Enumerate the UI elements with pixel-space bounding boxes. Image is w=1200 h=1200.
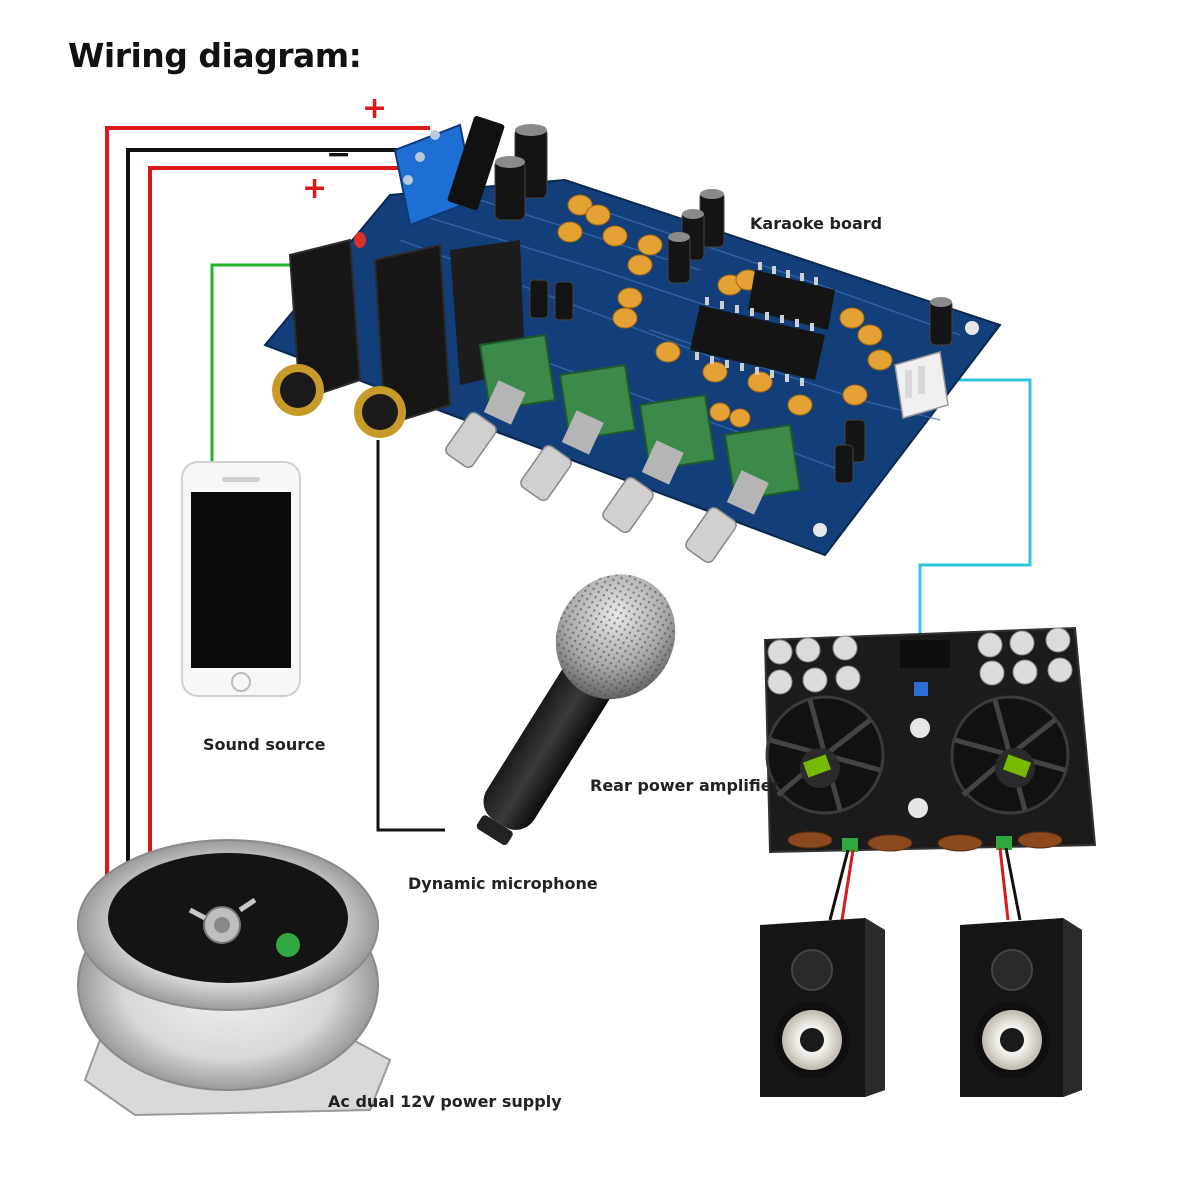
- red-wire-outer: [105, 126, 430, 1010]
- microphone-label: Dynamic microphone: [408, 874, 598, 893]
- black-wire-ground: [126, 148, 420, 880]
- toroidal-transformer: [77, 839, 392, 1117]
- karaoke-board: [263, 116, 1002, 564]
- dynamic-microphone: [476, 574, 676, 845]
- black-wire-microphone: [376, 440, 445, 832]
- power-supply-label: Ac dual 12V power supply: [328, 1092, 562, 1111]
- karaoke-board-label: Karaoke board: [750, 214, 883, 233]
- potentiometer-3: [602, 393, 717, 534]
- green-wire-audio: [210, 263, 318, 465]
- red-wire-inner: [148, 166, 410, 860]
- audio-output-connector: [894, 351, 949, 419]
- diagram-title: Wiring diagram:: [68, 36, 362, 75]
- speaker-right: [960, 918, 1082, 1097]
- rear-power-amplifier: [763, 626, 1097, 854]
- potentiometer-1: [445, 333, 557, 469]
- rear-amplifier-label: Rear power amplifier: [590, 776, 780, 795]
- positive-terminal-bottom: +: [302, 171, 328, 206]
- speaker-wires: [828, 847, 1022, 921]
- potentiometer-2: [520, 363, 637, 502]
- cooling-fan-right: [950, 695, 1070, 815]
- cooling-fan-left: [765, 695, 885, 815]
- potentiometer-4: [685, 423, 802, 564]
- speaker-left: [760, 918, 885, 1097]
- positive-terminal-top: +: [362, 91, 388, 126]
- ic-chips: [690, 262, 835, 386]
- cyan-wire-signal: [918, 378, 1032, 690]
- microphone-jack-1: [272, 238, 362, 416]
- sound-source-label: Sound source: [203, 735, 326, 754]
- negative-terminal: −: [326, 137, 352, 172]
- phone-sound-source: [181, 461, 301, 697]
